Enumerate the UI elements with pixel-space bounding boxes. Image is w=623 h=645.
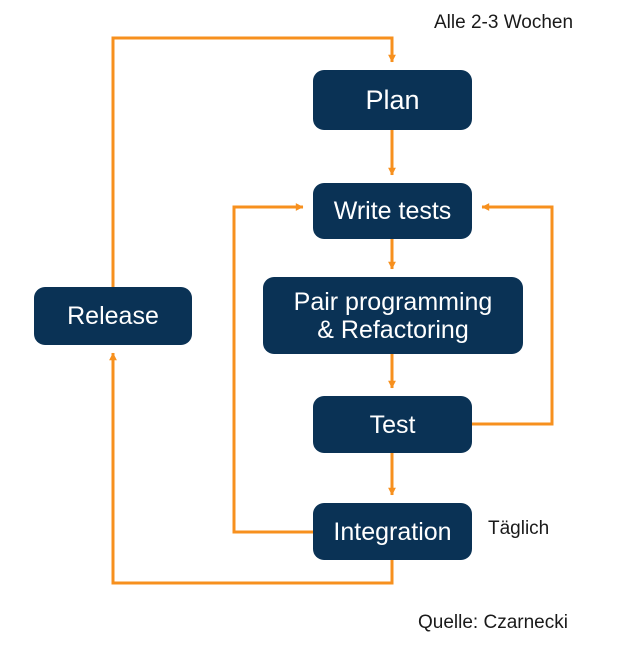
caption-iteration-cadence: Alle 2-3 Wochen [434,12,574,33]
node-plan-label: Plan [365,84,420,115]
node-release[interactable]: Release [34,287,192,345]
connector-integration-to-write-tests [232,203,313,534]
node-write-tests-label: Write tests [333,197,452,225]
node-write-tests[interactable]: Write tests [313,183,472,239]
node-integration-label: Integration [333,517,452,546]
node-test[interactable]: Test [313,396,472,453]
caption-daily-cadence: Täglich [488,518,550,539]
connector-integration-to-release [109,352,394,585]
caption-source-attribution: Quelle: Czarnecki [418,612,568,633]
node-release-label: Release [67,302,159,330]
node-pair-programming-label-line1: Pair programming [293,287,493,316]
node-integration[interactable]: Integration [313,503,472,560]
node-test-label: Test [369,410,416,439]
connector-release-to-plan [111,36,396,287]
node-pair-programming-labels: Pair programming & Refactoring [294,288,493,344]
node-pair-programming[interactable]: Pair programming & Refactoring [263,277,523,354]
node-plan[interactable]: Plan [313,70,472,130]
node-pair-programming-label-line2: & Refactoring [317,315,469,344]
connector-test-to-write-tests [472,203,554,426]
